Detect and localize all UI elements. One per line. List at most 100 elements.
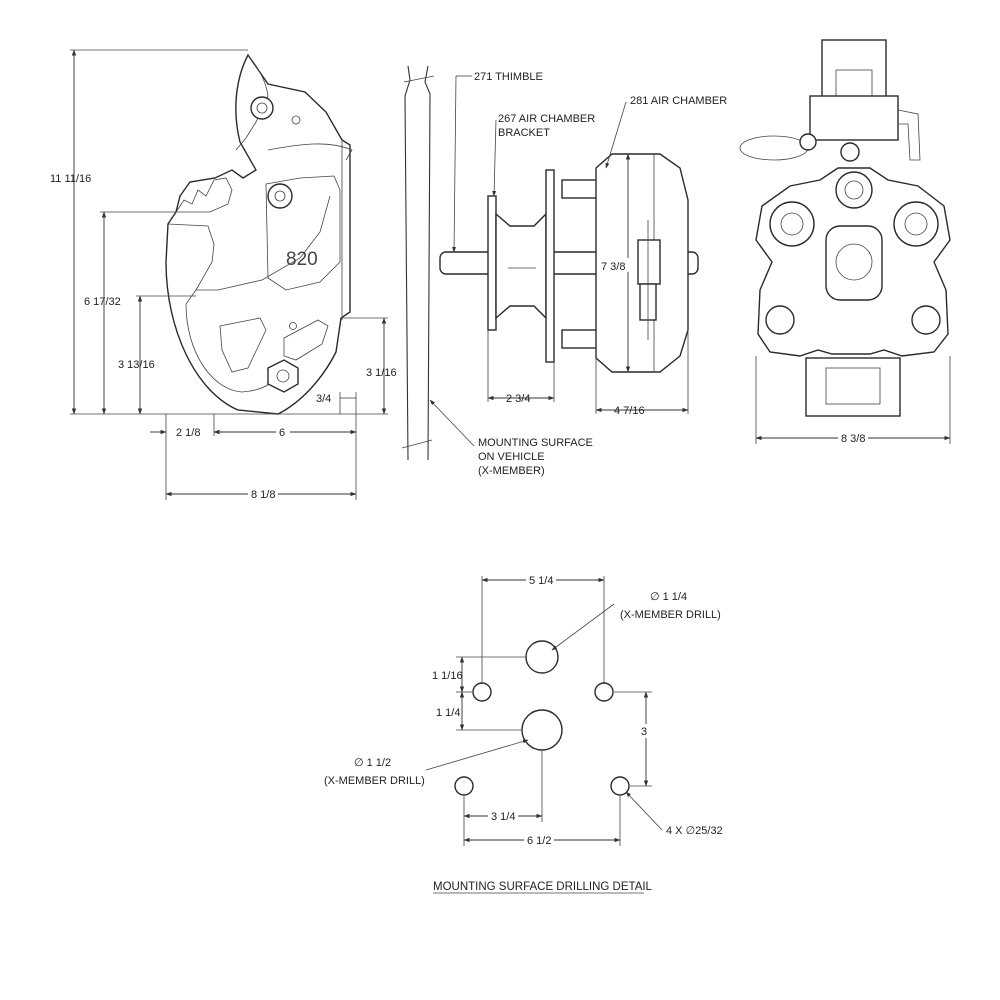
dim-gap-7-3-8 [598,258,632,272]
small-rivet [291,115,301,125]
x-member-right-edge [424,65,431,461]
front-lower-left [765,305,795,335]
hole-center [521,709,563,751]
dim-gap-6 [276,425,290,439]
front-bottom-mount [805,357,901,417]
dim-3: 3 [641,726,647,738]
front-jaw-opening [835,243,873,281]
air-chamber-assembly: 271 THIMBLE 267 AIR CHAMBER BRACKET 281 … [439,71,727,417]
dim-2-3-4: 2 3/4 [506,393,530,405]
bolt-hole-upper-right [594,682,614,702]
part-number-label: 820 [286,249,318,270]
lower-window [219,317,267,373]
hook-rib [196,195,331,291]
top-hole-dia: ∅ 1 1/4 [650,591,687,603]
bolt-hole-upper-left [472,682,492,702]
side-view-dimensions: 11 11/16 6 17/32 3 13/16 3 1/16 3/4 2 1/… [50,49,397,501]
dim-3-1-4: 3 1/4 [491,811,515,823]
center-hole-note: (X-MEMBER DRILL) [324,775,425,787]
bolt-hole-lower-right [610,776,630,796]
hole-top-center [525,640,559,674]
bracket-leader [492,119,497,197]
spool [495,212,547,320]
center-hole-dia: ∅ 1 1/2 [354,757,391,769]
dim-6: 6 [279,427,285,439]
dim-gap-6-1-2 [524,833,554,847]
dim-6-1-2: 6 1/2 [527,835,551,847]
pivot-bolt-upper [250,96,274,120]
dim-1-1-4: 1 1/4 [436,707,460,719]
callout-thimble: 271 THIMBLE [474,71,543,83]
dim-4-7-16: 4 7/16 [614,405,645,417]
dim-3-13-16: 3 13/16 [118,359,155,371]
saddle-teeth [175,177,233,213]
callout-mounting-3: (X-MEMBER) [478,465,545,477]
dim-5-1-4: 5 1/4 [529,575,553,587]
bracket-plate [487,195,497,331]
callout-bracket-2: BRACKET [498,127,550,139]
lynch-pin-ring [799,133,817,151]
drilling-detail-title: MOUNTING SURFACE DRILLING DETAIL [433,881,653,893]
dim-gap-8-1-8 [248,487,278,501]
drilling-detail: 5 1/4 1 1/16 1 1/4 3 3 1/4 6 1/2 ∅ 1 1/4… [324,573,723,894]
dim-gap-3-1-4 [488,809,518,823]
bracket-flange [545,169,555,363]
chamber-clamp [637,239,661,285]
pivot-bolt-lower [267,183,293,209]
dim-3-4: 3/4 [316,393,331,405]
dim-7-3-8: 7 3/8 [601,261,625,273]
mount-leader [429,399,475,447]
dim-3-1-16: 3 1/16 [366,367,397,379]
dim-gap-3 [638,724,654,738]
dim-6-17-32: 6 17/32 [84,296,121,308]
x-member-break-bottom [401,439,433,449]
dim-2-1-8: 2 1/8 [176,427,200,439]
safety-cable [267,143,353,161]
front-center-boss-inner [844,180,864,200]
bolt-holes-note: 4 X ∅25/32 [666,825,723,837]
bolt-holes-leader [625,791,663,831]
x-member-left-edge [404,65,411,461]
front-center-boss [835,171,873,209]
hex-nut-hole [276,369,290,383]
callout-mounting-1: MOUNTING SURFACE [478,437,593,449]
dim-overall-height: 11 11/16 [50,173,91,185]
front-post-base [809,95,899,141]
stud-lower [561,329,599,349]
dim-gap-5-1-4 [526,573,556,587]
side-view: 820 [165,53,353,415]
front-ear-right-hole [904,212,928,236]
callout-bracket-1: 267 AIR CHAMBER [498,113,595,125]
center-hole-leader [425,739,529,771]
bolt-hole-lower-left [454,776,474,796]
front-bottom-window [825,367,881,405]
front-ear-left-hole [780,212,804,236]
front-lower-right [911,305,941,335]
top-hole-note: (X-MEMBER DRILL) [620,609,721,621]
callout-air-chamber: 281 AIR CHAMBER [630,95,727,107]
dim-8-3-8: 8 3/8 [841,433,865,445]
front-handle [897,109,921,161]
thimble-leader [452,75,457,253]
callout-mounting-2: ON VEHICLE [478,451,545,463]
front-ear-right [893,201,939,247]
dim-8-1-8: 8 1/8 [251,489,275,501]
lower-slot [283,319,329,361]
air-chamber-leader [605,101,627,169]
stud-upper [561,179,599,199]
pivot-bolt-upper-inner [256,102,268,114]
lynch-pin [840,142,860,162]
pivot-bolt-lower-inner [274,190,286,202]
cable-loop [739,135,809,161]
dim-1-1-16: 1 1/16 [432,670,463,682]
front-view: 8 3/8 [739,39,951,445]
mounting-surface: MOUNTING SURFACE ON VEHICLE (X-MEMBER) [401,65,593,477]
front-ear-left [769,201,815,247]
top-hole-leader [551,603,615,651]
small-rivet-2 [289,322,297,330]
hex-nut [267,359,299,393]
front-jaw [825,225,883,301]
x-member-break-top [403,75,435,83]
body-panel [265,175,341,291]
